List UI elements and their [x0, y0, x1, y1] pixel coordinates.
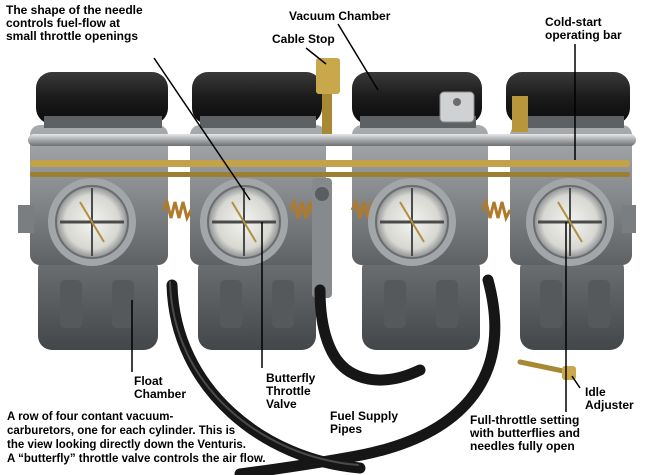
fuel-supply-line-2: Pipes [330, 422, 363, 436]
cold-start-line-2: operating bar [545, 28, 622, 42]
butterfly-line-1: Butterfly [266, 371, 316, 385]
needle-label-line-3: small throttle openings [6, 29, 139, 43]
synchronizing-springs [161, 197, 512, 223]
cable-stop-label: Cable Stop [272, 32, 335, 46]
float-chambers [38, 255, 624, 350]
caption-line-1: A row of four contant vacuum- [7, 411, 174, 423]
full-throttle-label: Full-throttle setting with butterflies a… [470, 414, 580, 453]
full-throttle-line-1: Full-throttle setting [470, 413, 580, 427]
butterfly-line-3: Valve [266, 397, 297, 411]
cold-start-label: Cold-start operating bar [545, 16, 622, 42]
leader-lines [131, 23, 581, 412]
fuel-supply-line-1: Fuel Supply [330, 409, 399, 423]
linkage-rails [28, 134, 636, 177]
cable-stop-assembly [312, 58, 528, 298]
caption-line-3: the view looking directly down the Ventu… [7, 439, 246, 451]
idle-adjuster-line-1: Idle [585, 385, 606, 399]
needle-label-line-2: controls fuel-flow at [6, 16, 120, 30]
fuel-supply-pipes [166, 274, 501, 475]
vacuum-chamber-label: Vacuum Chamber [289, 9, 391, 23]
caption-line-4: A “butterfly” throttle valve controls th… [7, 453, 266, 465]
float-chamber-line-2: Chamber [134, 387, 187, 401]
float-chamber-line-1: Float [134, 374, 163, 388]
idle-adjuster [517, 359, 576, 380]
float-chamber-label: Float Chamber [134, 375, 186, 401]
butterfly-line-2: Throttle [266, 384, 311, 398]
caption: A row of four contant vacuum- carburetor… [7, 410, 266, 466]
full-throttle-line-3: needles fully open [470, 439, 575, 453]
fuel-supply-label: Fuel Supply Pipes [330, 410, 398, 436]
caption-line-2: carburetors, one for each cylinder. This… [7, 425, 236, 437]
needle-label-line-1: The shape of the needle [6, 3, 143, 17]
idle-adjuster-line-2: Adjuster [585, 398, 634, 412]
butterfly-valve-label: Butterfly Throttle Valve [266, 372, 315, 411]
venturi-bores [48, 178, 614, 266]
cold-start-line-1: Cold-start [545, 15, 602, 29]
full-throttle-line-2: with butterflies and [470, 426, 581, 440]
idle-adjuster-label: Idle Adjuster [585, 386, 634, 412]
needle-label: The shape of the needle controls fuel-fl… [6, 4, 143, 43]
